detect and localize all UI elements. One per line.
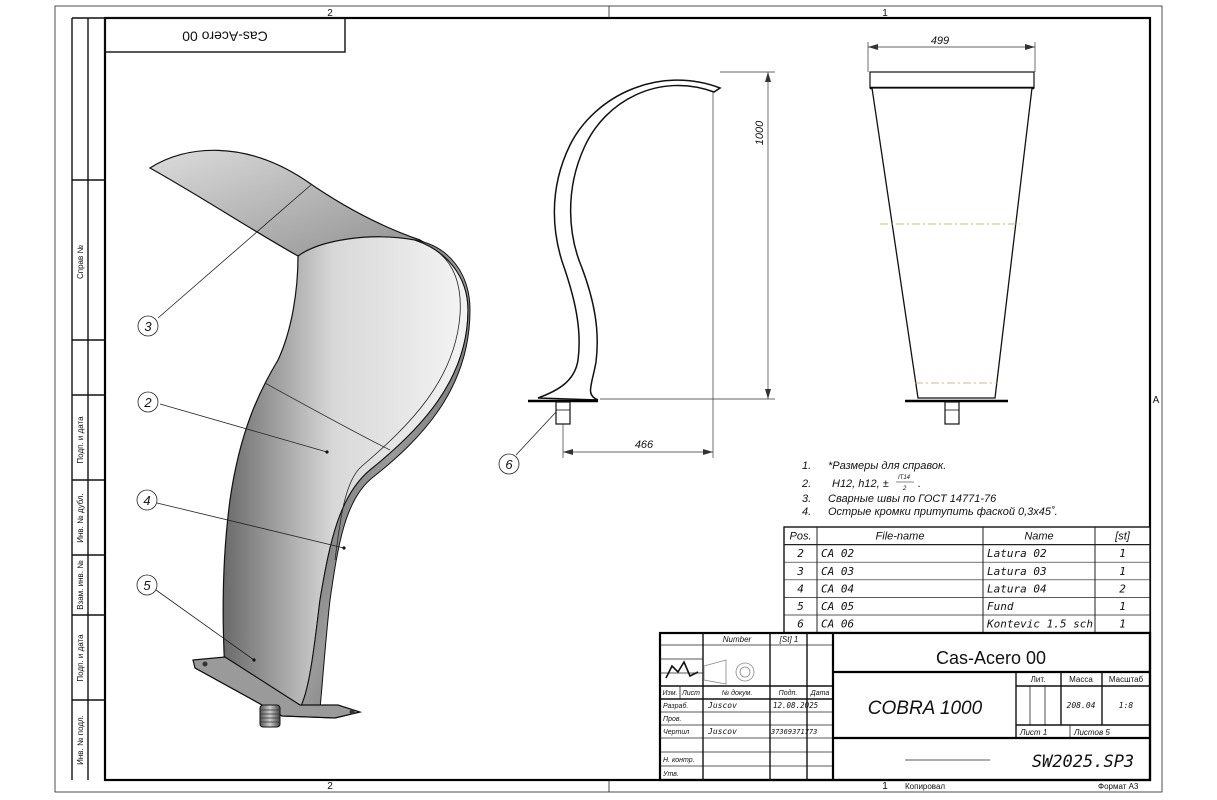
parts-cell: CA 05 xyxy=(821,600,854,613)
side-label-sprav: Справ № xyxy=(76,245,85,279)
svg-text:Juscov: Juscov xyxy=(707,727,737,736)
parts-cell: 1 xyxy=(1119,600,1126,613)
parts-cell: 3 xyxy=(796,565,804,578)
zone-top-right: 1 xyxy=(882,8,888,19)
inner-frame xyxy=(103,16,1152,782)
svg-text:Н. контр.: Н. контр. xyxy=(663,757,695,764)
balloon-5: 5 xyxy=(136,574,158,596)
copied-label: Копировал xyxy=(905,782,945,791)
svg-text:IT14: IT14 xyxy=(898,475,911,481)
svg-text:Масса: Масса xyxy=(1069,675,1093,684)
note-1: *Размеры для справок. xyxy=(828,460,946,472)
balloon-2: 2 xyxy=(137,391,159,413)
svg-text:Juscov: Juscov xyxy=(707,701,737,710)
svg-text:2.: 2. xyxy=(801,478,811,490)
zone-bottom-right: 1 xyxy=(882,781,888,792)
scale-value: 1:8 xyxy=(1119,701,1134,710)
svg-text:1.: 1. xyxy=(802,460,811,472)
svg-text:12.08.2025: 12.08.2025 xyxy=(773,701,819,710)
parts-cell: Fund xyxy=(987,600,1014,613)
parts-cell: 4 xyxy=(797,582,804,595)
front-view: 499 xyxy=(867,35,1036,425)
svg-text:Дата: Дата xyxy=(810,690,830,697)
parts-cell: 5 xyxy=(797,600,804,613)
side-view: 1000 466 6 xyxy=(498,71,775,475)
parts-cell: 6 xyxy=(797,618,804,631)
doc-code: Cas-Acero 00 xyxy=(936,648,1046,668)
parts-cell: Latura 03 xyxy=(987,565,1047,578)
svg-text:6: 6 xyxy=(505,457,513,472)
parts-cell: 2 xyxy=(797,547,804,560)
note-4: Острые кромки притупить фаской 0,3x45˚. xyxy=(828,506,1058,518)
parts-header-1: File-name xyxy=(876,531,925,543)
parts-header-0: Pos. xyxy=(789,531,811,543)
balloon-3: 3 xyxy=(137,315,159,337)
svg-text:Подп.: Подп. xyxy=(779,689,798,697)
side-label-inv-podl: Инв. № подл. xyxy=(76,715,85,765)
parts-cell: CA 03 xyxy=(821,565,854,578)
note-3: Сварные швы по ГОСТ 14771-76 xyxy=(828,493,997,505)
svg-text:.: . xyxy=(918,478,921,490)
svg-text:4.: 4. xyxy=(802,506,811,518)
dim-depth: 466 xyxy=(635,439,654,451)
dim-width-top: 499 xyxy=(931,35,949,47)
company-logo xyxy=(665,659,755,685)
technical-notes: 1. *Размеры для справок. 2. H12, h12, ± … xyxy=(801,460,1058,518)
product-name: COBRA 1000 xyxy=(868,698,983,719)
zone-top-left: 2 xyxy=(327,8,333,19)
st-label: [St] 1 xyxy=(779,635,799,644)
format-label: Формат A3 xyxy=(1098,782,1139,791)
parts-cell: Latura 04 xyxy=(987,582,1047,595)
parts-cell: CA 04 xyxy=(821,582,854,595)
parts-header-3: [st] xyxy=(1114,531,1131,543)
parts-cell: Kontevic 1.5 sch xyxy=(986,618,1093,631)
zone-right: A xyxy=(1153,395,1160,406)
mirrored-title: Cas-Acero 00 xyxy=(182,28,268,44)
title-block: Number [St] 1 Изм. Лист № докум. Подп. Д… xyxy=(658,631,1152,791)
side-label-podp-1: Подп. и дата xyxy=(76,416,85,464)
parts-cell: Latura 02 xyxy=(987,547,1047,560)
svg-text:Лит.: Лит. xyxy=(1031,675,1046,684)
balloon-6: 6 xyxy=(498,453,520,475)
svg-text:2: 2 xyxy=(143,395,152,410)
sheet-number: Лист 1 xyxy=(1019,728,1047,737)
outer-border xyxy=(54,5,1163,793)
svg-text:Изм.: Изм. xyxy=(663,690,678,697)
svg-text:37369371773: 37369371773 xyxy=(770,728,817,736)
side-label-vzam: Взам. инв. № xyxy=(76,560,85,610)
svg-text:2: 2 xyxy=(902,486,907,492)
parts-cell: CA 02 xyxy=(821,547,854,560)
svg-text:Масштаб: Масштаб xyxy=(1109,675,1144,684)
svg-text:Чертил: Чертил xyxy=(663,729,689,736)
note-2: H12, h12, ± xyxy=(832,478,889,490)
svg-text:3: 3 xyxy=(144,319,152,334)
svg-text:5: 5 xyxy=(143,578,151,593)
svg-text:Утв.: Утв. xyxy=(662,771,679,778)
balloon-4: 4 xyxy=(136,489,158,511)
svg-text:№ докум.: № докум. xyxy=(722,689,753,697)
mirrored-title-box xyxy=(104,17,346,53)
svg-text:4: 4 xyxy=(143,493,150,508)
mass-value: 208.04 xyxy=(1067,701,1096,710)
number-label: Number xyxy=(723,635,752,644)
dim-height: 1000 xyxy=(754,120,766,145)
parts-header-2: Name xyxy=(1024,531,1053,543)
side-label-podp-2: Подп. и дата xyxy=(76,634,85,682)
parts-cell: CA 06 xyxy=(821,618,854,631)
svg-text:Лист: Лист xyxy=(681,690,700,697)
isometric-view: 3 2 4 5 xyxy=(136,149,471,728)
svg-text:Пров.: Пров. xyxy=(663,716,682,723)
designation: SW2025.SP3 xyxy=(1032,752,1134,772)
svg-text:3.: 3. xyxy=(802,493,811,505)
svg-text:Разраб.: Разраб. xyxy=(663,702,688,710)
parts-cell: 1 xyxy=(1119,547,1126,560)
parts-cell: 2 xyxy=(1119,582,1126,595)
side-label-inv-dubl: Инв. № дубл. xyxy=(76,493,85,543)
parts-cell: 1 xyxy=(1119,565,1126,578)
parts-cell: 1 xyxy=(1119,618,1126,631)
sheet-count: Листов 5 xyxy=(1073,728,1110,737)
zone-bottom-left: 2 xyxy=(327,781,333,792)
